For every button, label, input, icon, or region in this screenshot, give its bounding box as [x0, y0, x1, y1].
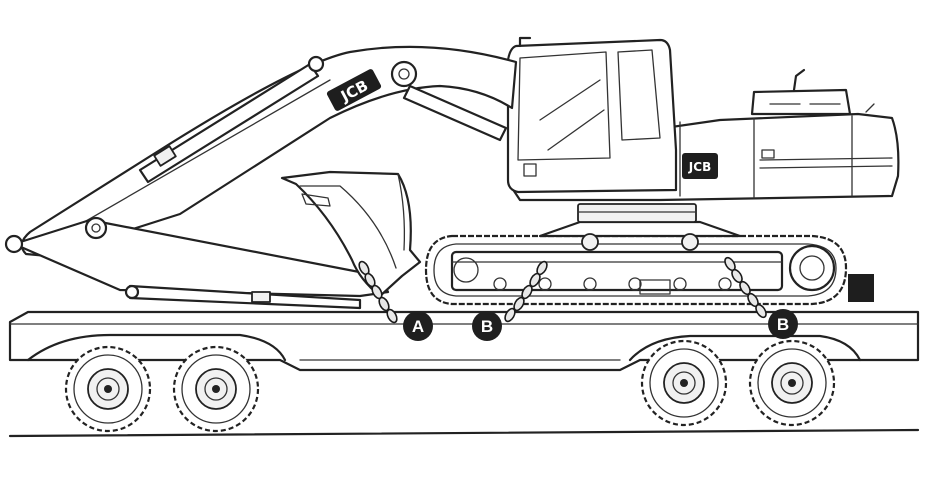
svg-text:B: B [481, 317, 493, 336]
sprocket [788, 244, 836, 292]
label-b-front: B [472, 311, 502, 341]
operator-cab [506, 38, 678, 194]
chain-a [358, 260, 398, 324]
boom-pivot [390, 60, 418, 88]
wheel-chock [848, 274, 874, 302]
dipper-pivot [84, 216, 108, 240]
slew-ring [577, 203, 697, 223]
svg-text:JCB: JCB [688, 160, 711, 174]
jcb-logo-body: JCB [682, 153, 718, 179]
label-b-rear: B [768, 309, 798, 339]
ground-line [8, 428, 920, 438]
engine-hood [750, 88, 852, 116]
chain-b-rear [724, 256, 767, 319]
trailer-wheels [64, 339, 836, 433]
chain-b-front [504, 260, 548, 323]
boom-arm [20, 45, 518, 258]
svg-text:B: B [777, 315, 789, 334]
cab-window-front [517, 51, 611, 161]
wheel-front-2 [172, 345, 260, 433]
cab-window-side [617, 49, 661, 141]
wheel-front-1 [64, 345, 152, 433]
front-fender [26, 333, 287, 362]
label-a: A [403, 311, 433, 341]
boom: JCB [20, 45, 518, 258]
boom-cylinder [402, 84, 508, 142]
wheel-rear-1 [640, 339, 728, 427]
rear-fender [628, 334, 862, 362]
svg-text:A: A [412, 317, 424, 336]
wheel-rear-2 [748, 339, 836, 427]
track-assembly [424, 220, 874, 306]
dipper-arm [4, 216, 390, 310]
exhaust-stack [792, 68, 806, 92]
